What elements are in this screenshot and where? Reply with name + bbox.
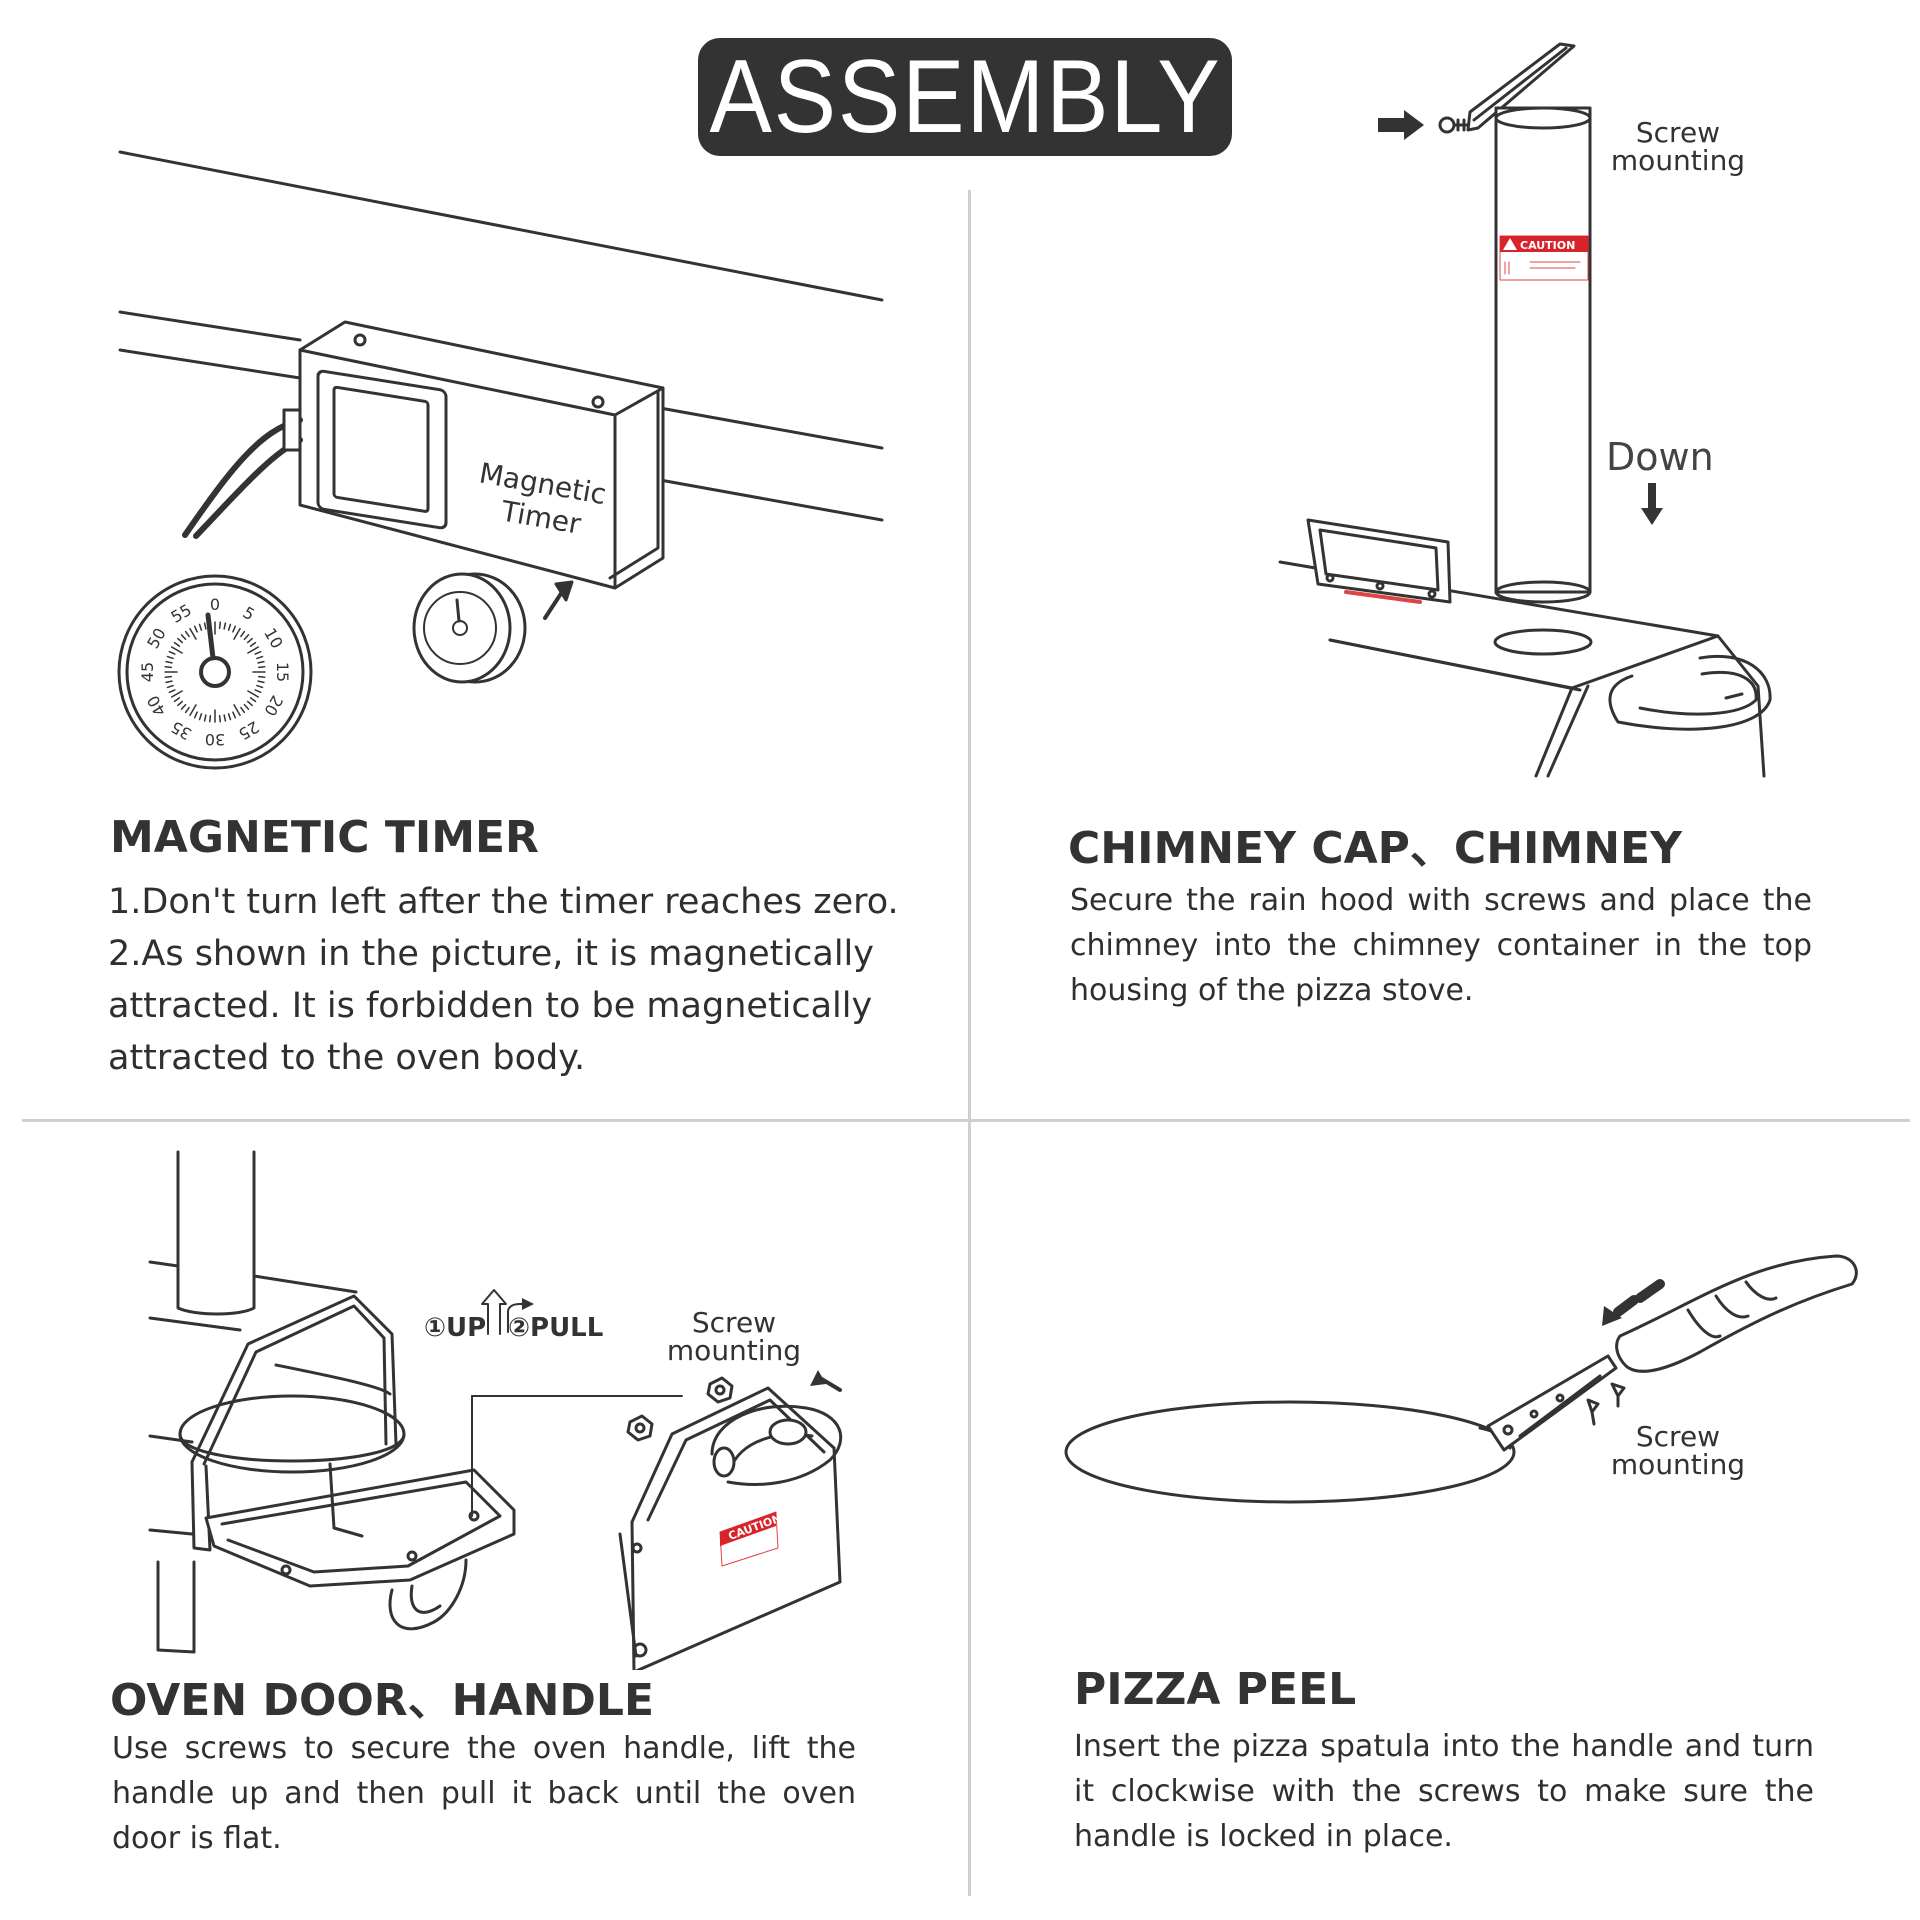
pizza-peel-illustration [1064,1254,1858,1504]
dial-tick [189,704,197,717]
dial-number: 45 [138,662,157,682]
dial-tick [247,646,260,654]
dial-tick [198,713,203,721]
door-instructions: Use screws to secure the oven handle, li… [112,1731,856,1856]
timer-line-2: 2.As shown in the picture, it is magneti… [108,934,874,974]
chimney-illustration: CAUTION [1278,42,1772,778]
dial-tick [218,621,221,629]
peel-screw-label-1: Screw [1636,1420,1720,1453]
step-pull-label: ②PULL [508,1313,603,1343]
vertical-divider [968,190,971,1896]
dial-tick [209,715,212,723]
dial-tick [203,622,207,630]
dial-tick [246,700,253,707]
page-title: ASSEMBLY [708,38,1222,155]
peel-heading: PIZZA PEEL [1074,1664,1357,1715]
title-badge: ASSEMBLY [698,38,1232,156]
down-label: Down [1606,435,1714,479]
timer-line-1: 1.Don't turn left after the timer reache… [108,882,899,922]
dial-tick [254,689,262,694]
dial-tick [177,637,184,644]
chimney-heading: CHIMNEY CAP、CHIMNEY [1068,823,1682,874]
dial-tick [240,706,246,714]
dial-tick [240,630,246,638]
oven-door-illustration: CAUTION [148,1150,843,1670]
door-screw-label-1: Screw [692,1306,776,1339]
chimney-labels: Screw mounting Down [1606,116,1745,479]
dial-tick [257,680,265,684]
dial-tick [256,684,264,689]
door-screw-label-2: mounting [667,1334,801,1367]
peel-screw-icons [1586,1382,1626,1426]
dial-tick [223,622,227,630]
dial-tick [249,641,257,647]
dial-tick [258,666,266,669]
peel-screw-label-2: mounting [1611,1448,1745,1481]
peel-instructions: Insert the pizza spatula into the handle… [1074,1729,1814,1854]
caution-sticker: CAUTION [1499,235,1589,281]
dial-tick [256,655,264,660]
dial-tick [173,641,181,647]
dial-tick [246,637,253,644]
dial-tick [243,703,250,710]
door-heading: OVEN DOOR、HANDLE [110,1675,655,1726]
timer-line-4: attracted to the oven body. [108,1038,586,1078]
dial-tick [170,690,183,698]
dial-tick [168,650,176,655]
screw-icon [1438,116,1472,134]
dial-tick [232,625,237,633]
dial-tick [247,690,260,698]
dial-tick [193,711,198,719]
step-up-label: ①UP [424,1313,486,1343]
dial-tick [227,713,232,721]
dial-tick [168,689,176,694]
dial-tick [233,704,241,717]
door-labels: ①UP ②PULL Screw mounting [424,1306,801,1367]
caution-label: CAUTION [1520,239,1575,252]
dial-number: 15 [273,662,292,682]
dial-tick [165,660,173,664]
dial-tick [165,680,173,684]
peel-labels: Screw mounting [1611,1420,1745,1481]
timer-instructions: 1.Don't turn left after the timer reache… [108,876,908,1084]
dial-tick [184,630,190,638]
dial-tick [249,697,257,703]
timer-line-3: attracted. It is forbidden to be magneti… [108,986,873,1026]
dial-tick [164,675,172,678]
dial-tick [223,714,227,722]
dial-tick [232,711,237,719]
dial-number: 0 [210,595,220,614]
dial-tick [209,621,212,629]
dial-tick [173,697,181,703]
dial-tick [193,625,198,633]
dial-tick [227,623,232,631]
dial-tick [258,675,266,678]
dial-tick [218,715,221,723]
dial-tick [164,666,172,669]
dial-tick [257,660,265,664]
dial-tick [189,627,197,640]
dial-tick [254,650,262,655]
dial-tick [166,684,174,689]
chimney-screw-label-2: mounting [1611,144,1745,177]
chimney-instructions: Secure the rain hood with screws and pla… [1070,883,1812,1008]
dial-tick [177,700,184,707]
dial-tick [203,714,207,722]
horizontal-divider [22,1119,1910,1122]
timer-heading: MAGNETIC TIMER [110,812,539,863]
dial-tick [180,703,187,710]
chimney-screw-label-1: Screw [1636,116,1720,149]
dial-tick [233,627,241,640]
dial-tick [198,623,203,631]
dial-tick [180,634,187,641]
dial-tick [170,646,183,654]
dial-tick [184,706,190,714]
dial-tick [166,655,174,660]
timer-dial-small [412,572,527,684]
dial-tick [243,634,250,641]
dial-number: 30 [205,730,225,749]
